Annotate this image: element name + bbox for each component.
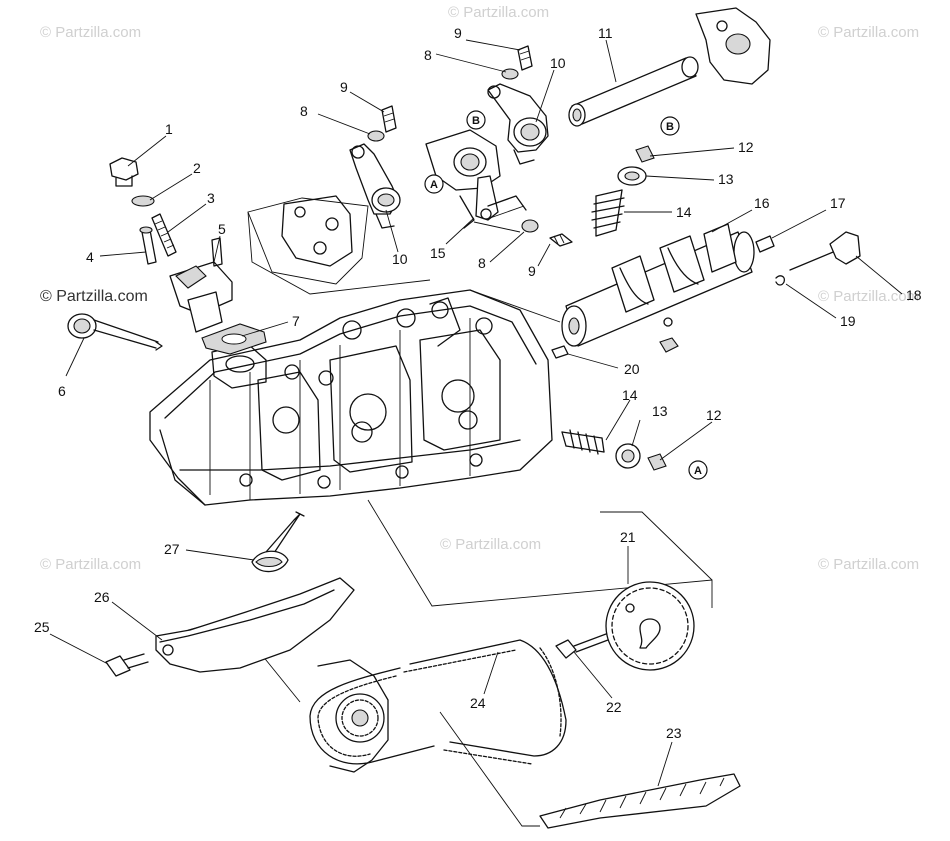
ref-letter-a: A: [688, 460, 708, 480]
callout-9: 9: [454, 25, 462, 41]
part-16-camshaft: [561, 223, 755, 347]
callout-10: 10: [550, 55, 566, 71]
callout-12: 12: [738, 139, 754, 155]
part-9-adjuster-screw: [381, 105, 397, 133]
part-14-valve-spring: [591, 189, 625, 237]
part-17-pin: [755, 235, 775, 253]
part-13-spring-retainer: [615, 443, 641, 469]
part-20-pin: [551, 345, 569, 359]
crank-sprocket: [317, 659, 389, 773]
callout-3: 3: [207, 190, 215, 206]
callout-13: 13: [718, 171, 734, 187]
ref-letter-b: B: [660, 116, 680, 136]
callout-21: 21: [620, 529, 636, 545]
callout-24: 24: [470, 695, 486, 711]
callout-2: 2: [193, 160, 201, 176]
gasket-outline: [247, 197, 369, 285]
part-11-rocker-shaft: [568, 56, 699, 127]
part-23-chain-guide: [539, 773, 741, 829]
camshaft-plug: [663, 317, 673, 327]
svg-text:B: B: [472, 115, 480, 127]
ref-letter-b: B: [466, 110, 486, 130]
watermark: © Partzilla.com: [818, 556, 920, 573]
part-12-valve-keeper: [647, 453, 667, 471]
callout-8: 8: [478, 255, 486, 271]
part-27-valve: [251, 511, 305, 573]
watermark: © Partzilla.com: [448, 4, 550, 21]
part-8-nut: [521, 219, 539, 233]
callout-1: 1: [165, 121, 173, 137]
part-19-clip: [775, 275, 786, 286]
part-12-valve-keeper: [635, 145, 655, 163]
part-5-tensioner: [169, 237, 233, 333]
part-21-cam-sprocket: [605, 581, 695, 671]
part-13-spring-retainer: [617, 166, 647, 186]
part-15-rocker-support: [425, 129, 527, 233]
part-9-adjuster-screw: [549, 233, 573, 247]
callout-numbers: 1 2 3 4 5 6 7 8 9 10 8 9 10 11 12 13 14 …: [34, 25, 922, 741]
callout-27: 27: [164, 541, 180, 557]
svg-text:A: A: [694, 465, 702, 477]
callout-19: 19: [840, 313, 856, 329]
svg-text:B: B: [666, 121, 674, 133]
callout-12: 12: [706, 407, 722, 423]
callout-17: 17: [830, 195, 846, 211]
part-18-decompressor: [789, 231, 861, 271]
watermark: © Partzilla.com: [40, 24, 142, 41]
ref-letter-a: A: [424, 174, 444, 194]
part-10-rocker-arm-left: [349, 143, 401, 229]
part-4-bolt: [141, 229, 157, 265]
leader-lines: [49, 39, 903, 787]
callout-8: 8: [300, 103, 308, 119]
part-25-pivot-bolt: [105, 653, 149, 677]
callout-16: 16: [754, 195, 770, 211]
callout-9: 9: [528, 263, 536, 279]
callout-4: 4: [86, 249, 94, 265]
callout-15: 15: [430, 245, 446, 261]
part-2-washer: [131, 195, 155, 207]
watermark: © Partzilla.com: [440, 536, 542, 553]
callout-11: 11: [598, 25, 613, 41]
part-10-rocker-arm-right: [487, 83, 549, 165]
watermark: © Partzilla.com: [40, 556, 142, 573]
part-1-bolt: [109, 157, 139, 187]
callout-25: 25: [34, 619, 50, 635]
watermark-primary: © Partzilla.com: [40, 288, 148, 305]
callout-10: 10: [392, 251, 408, 267]
watermark: © Partzilla.com: [818, 24, 920, 41]
part-22-sprocket-bolt: [555, 633, 609, 659]
part-14-valve-spring: [561, 429, 605, 455]
callout-7: 7: [292, 313, 300, 329]
callout-14: 14: [622, 387, 638, 403]
callout-9: 9: [340, 79, 348, 95]
part-9-adjuster-screw: [517, 45, 533, 71]
callout-18: 18: [906, 287, 922, 303]
callout-22: 22: [606, 699, 622, 715]
part-8-nut: [501, 68, 519, 80]
part-26-tensioner-blade: [155, 577, 355, 673]
callout-6: 6: [58, 383, 66, 399]
callout-13: 13: [652, 403, 668, 419]
camshaft-nut: [659, 337, 679, 353]
callout-23: 23: [666, 725, 682, 741]
watermark: © Partzilla.com: [818, 288, 920, 305]
callout-8: 8: [424, 47, 432, 63]
callout-14: 14: [676, 204, 692, 220]
svg-text:A: A: [430, 179, 438, 191]
cylinder-head: [149, 289, 553, 506]
cover-plate: [281, 195, 353, 267]
callout-5: 5: [218, 221, 226, 237]
part-8-nut: [367, 130, 385, 142]
part-6-valve: [67, 313, 163, 351]
rocker-bracket: [695, 7, 771, 85]
callout-26: 26: [94, 589, 110, 605]
callout-20: 20: [624, 361, 640, 377]
